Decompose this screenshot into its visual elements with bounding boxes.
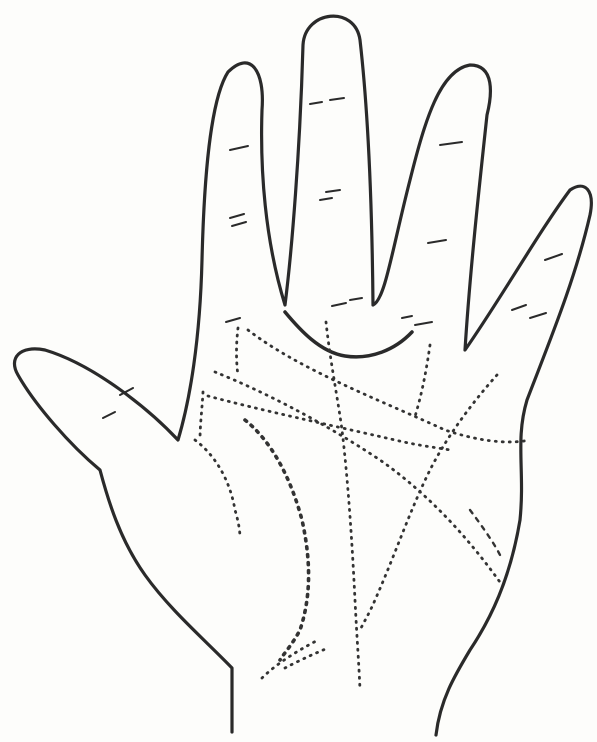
middle-crease-1: [310, 102, 322, 104]
index-crease-2: [230, 214, 244, 218]
little-crease-1: [545, 254, 562, 260]
sun-line: [414, 345, 430, 420]
ring-crease-4: [402, 316, 412, 318]
index-crease-1: [230, 146, 248, 150]
life-line: [195, 440, 240, 538]
little-crease-3: [530, 313, 546, 318]
index-crease-4: [226, 318, 240, 322]
middle-crease-2: [330, 98, 344, 100]
line-under-index: [237, 328, 239, 376]
upper-transverse-line: [208, 396, 450, 450]
inner-life-line: [245, 420, 309, 660]
head-line: [215, 372, 502, 585]
ring-crease-1: [440, 142, 462, 145]
finger-base-arc: [285, 312, 412, 357]
middle-crease-4: [320, 198, 332, 200]
bottom-short-line-right: [285, 648, 328, 668]
ring-crease-2: [428, 240, 446, 243]
middle-crease-3: [326, 190, 340, 192]
index-crease-3: [232, 222, 246, 226]
middle-crease-6: [350, 298, 362, 300]
thumb-crease-upper: [103, 412, 115, 418]
ring-crease-3: [415, 322, 432, 325]
inner-ridge-left: [200, 392, 203, 440]
little-crease-2: [512, 305, 526, 310]
hand-outline: [14, 16, 591, 735]
middle-crease-5: [332, 303, 346, 306]
right-diagonal-line: [360, 375, 497, 630]
fate-line: [326, 322, 360, 690]
